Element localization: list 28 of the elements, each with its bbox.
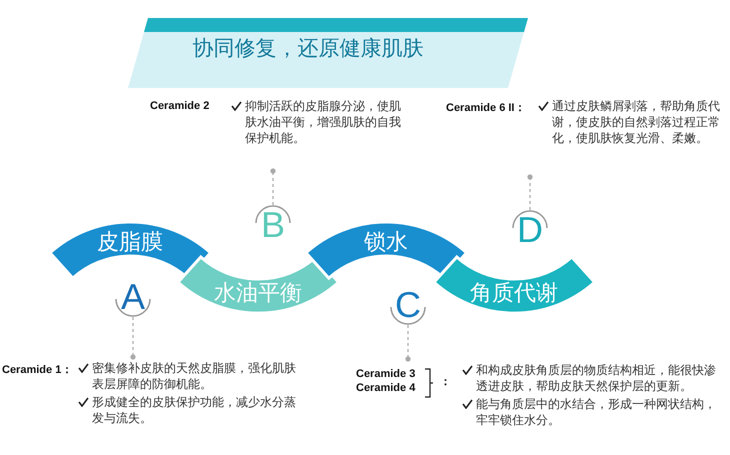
callout-letter: A (113, 277, 153, 317)
callout-letter: B (253, 205, 293, 245)
leader-line (405, 325, 411, 362)
band-label: 锁水 (364, 228, 408, 256)
ceramide-name: Ceramide 6 II： (446, 101, 526, 115)
ceramide-name: Ceramide 2 (150, 100, 210, 112)
leader-line (270, 168, 276, 205)
band-label: 角质代谢 (470, 278, 558, 307)
description: 能与角质层中的水结合，形成一种网状结构，牢牢锁住水分。 (476, 396, 717, 428)
description: 通过皮肤鳞屑剥落，帮助角质代谢，使皮肤的自然剥落过程正常化，使肌肤恢复光滑、柔嫩。 (552, 98, 721, 146)
description: 密集修补皮肤的天然皮脂膜，强化肌肤表层屏障的防御机能。 (92, 360, 297, 392)
title: 协同修复，还原健康肌肤 (192, 36, 424, 62)
band-label: 水油平衡 (214, 278, 302, 307)
ceramide-name: Ceramide 4 (356, 382, 416, 394)
description: 抑制活跃的皮脂腺分泌，使肌肤水油平衡，增强肌肤的自我保护机能。 (245, 98, 402, 146)
arc-band (50, 222, 210, 278)
description: 和构成皮肤角质层的物质结构相近，能很快渗透进皮肤，帮助皮肤天然保护层的更新。 (476, 362, 717, 394)
callout-letter: C (388, 285, 428, 325)
description: 形成健全的皮肤保护功能，减少水分蒸发与流失。 (92, 394, 297, 426)
ceramide-name: Ceramide 3 (356, 368, 416, 380)
leader-line (130, 317, 136, 360)
leader-line (527, 174, 533, 210)
band-label: 皮脂膜 (96, 228, 163, 256)
callout-letter: D (510, 210, 550, 250)
arc-band (306, 222, 466, 278)
colon: ： (440, 375, 451, 389)
arc-band (434, 256, 594, 313)
ceramide-name: Ceramide 1： (2, 363, 72, 377)
